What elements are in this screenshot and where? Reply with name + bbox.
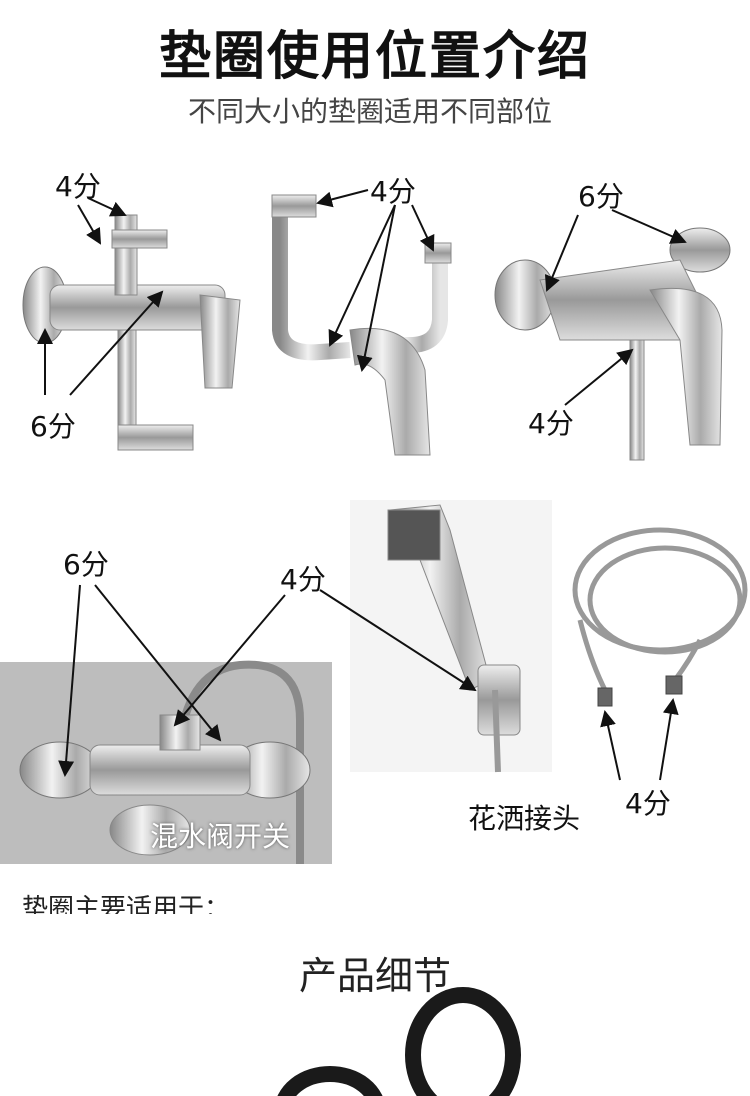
label-4fen: 4分 [625,787,671,820]
label-6fen: 6分 [30,410,76,443]
gasket-rings-image [277,987,521,1096]
label-4fen: 4分 [280,563,326,596]
shower-mixer-image [494,227,731,461]
shower-connector-caption: 花洒接头 [468,802,581,835]
label-4fen: 4分 [528,407,574,440]
label-6fen: 6分 [63,548,109,581]
arrows [37,189,687,781]
label-4fen: 4分 [370,175,416,208]
shower-hose-image [572,527,748,707]
label-6fen: 6分 [578,180,624,213]
applies-to-note: 垫圈主要适用于： [22,894,231,914]
page-subtitle: 不同大小的垫圈适用不同部位 [187,95,552,128]
product-details-heading: 产品细节 [298,954,451,998]
label-4fen: 4分 [55,170,101,203]
page-title: 垫圈使用位置介绍 [158,27,591,87]
wall-mixer-tap-image [22,214,241,451]
mixing-valve-caption: 混水阀开关 [150,820,291,853]
basin-tap-image [271,194,452,456]
shower-head-photo [350,500,552,773]
